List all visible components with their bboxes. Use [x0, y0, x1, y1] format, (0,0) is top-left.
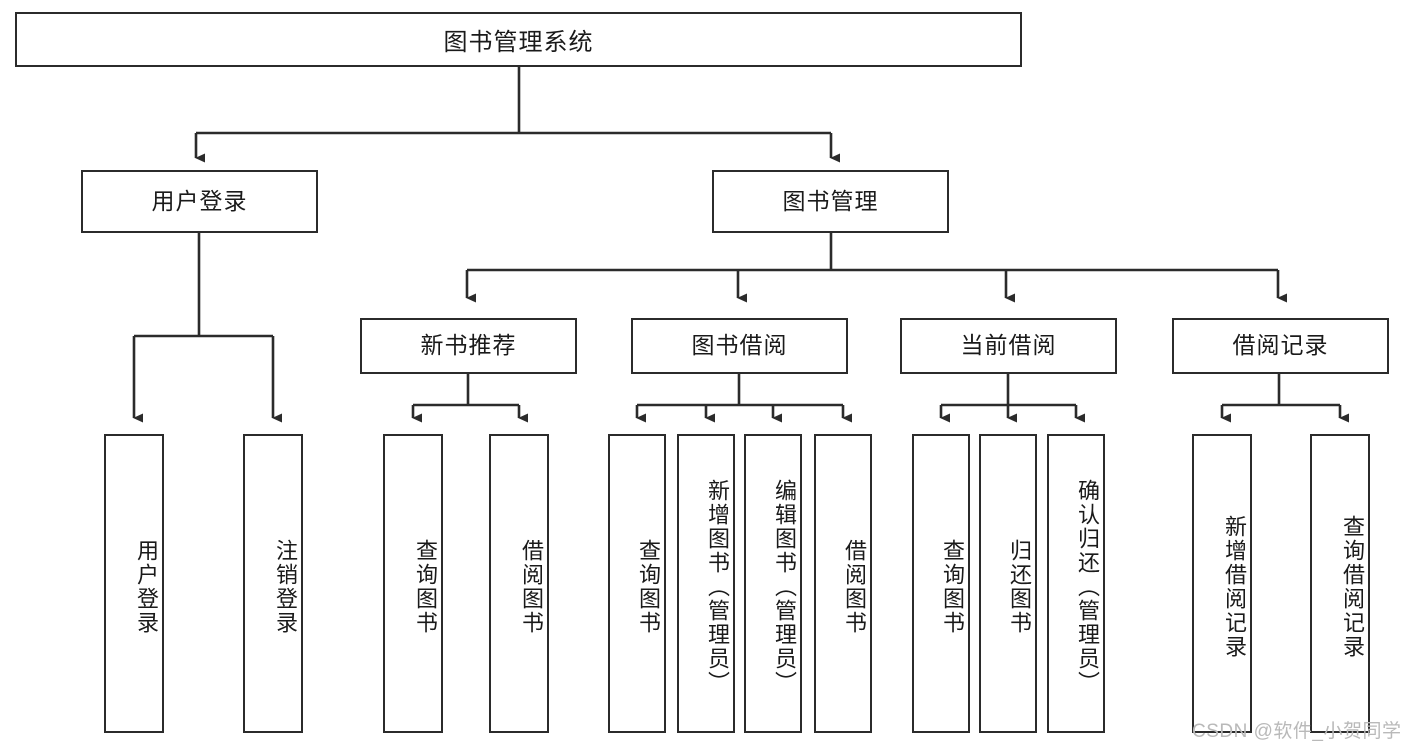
node-user-login[interactable]: 用户登录: [81, 170, 318, 233]
node-label: 借阅图书: [842, 538, 867, 635]
node-label: 图书借阅: [691, 332, 788, 359]
node-label: 归还图书: [1007, 538, 1032, 635]
node-label: 新书推荐: [420, 332, 517, 359]
node-label: 查询图书: [940, 538, 965, 635]
leaf-current-borrow-query[interactable]: 查询图书: [912, 434, 970, 733]
node-label: 用户登录: [151, 187, 248, 214]
node-label: 查询借阅记录: [1340, 514, 1365, 659]
leaf-new-book-query[interactable]: 查询图书: [383, 434, 443, 733]
node-label: 查询图书: [413, 538, 438, 635]
leaf-borrow-record-add[interactable]: 新增借阅记录: [1192, 434, 1252, 733]
csdn-watermark: CSDN @软件_小贺同学: [1192, 716, 1401, 743]
leaf-current-borrow-return[interactable]: 归还图书: [979, 434, 1037, 733]
node-label: 新增借阅记录: [1222, 514, 1247, 659]
leaf-book-borrow-edit[interactable]: 编辑图书（管理员）: [744, 434, 802, 733]
node-label: 借阅记录: [1232, 332, 1329, 359]
node-label: 当前借阅: [960, 332, 1057, 359]
leaf-borrow-record-query[interactable]: 查询借阅记录: [1310, 434, 1370, 733]
leaf-current-borrow-confirm-return[interactable]: 确认归还（管理员）: [1047, 434, 1105, 733]
node-label: 编辑图书（管理员）: [772, 478, 797, 695]
node-label: 查询图书: [636, 538, 661, 635]
node-label: 用户登录: [134, 538, 159, 635]
leaf-user-login-login[interactable]: 用户登录: [104, 434, 164, 733]
watermark-text: CSDN @软件_小贺同学: [1192, 721, 1402, 742]
node-book-borrow[interactable]: 图书借阅: [631, 318, 848, 374]
leaf-new-book-borrow[interactable]: 借阅图书: [489, 434, 549, 733]
node-label: 新增图书（管理员）: [705, 478, 730, 695]
node-book-management[interactable]: 图书管理: [712, 170, 949, 233]
node-root-system[interactable]: 图书管理系统: [15, 12, 1022, 67]
node-label: 借阅图书: [519, 538, 544, 635]
leaf-book-borrow-borrow[interactable]: 借阅图书: [814, 434, 872, 733]
node-new-book-recommend[interactable]: 新书推荐: [360, 318, 577, 374]
node-label: 确认归还（管理员）: [1075, 478, 1100, 695]
leaf-user-login-logout[interactable]: 注销登录: [243, 434, 303, 733]
node-label: 图书管理: [782, 187, 879, 214]
node-label: 注销登录: [273, 538, 298, 635]
leaf-book-borrow-query[interactable]: 查询图书: [608, 434, 666, 733]
node-current-borrow[interactable]: 当前借阅: [900, 318, 1117, 374]
node-label: 图书管理系统: [443, 29, 594, 56]
leaf-book-borrow-add[interactable]: 新增图书（管理员）: [677, 434, 735, 733]
node-borrow-record[interactable]: 借阅记录: [1172, 318, 1389, 374]
